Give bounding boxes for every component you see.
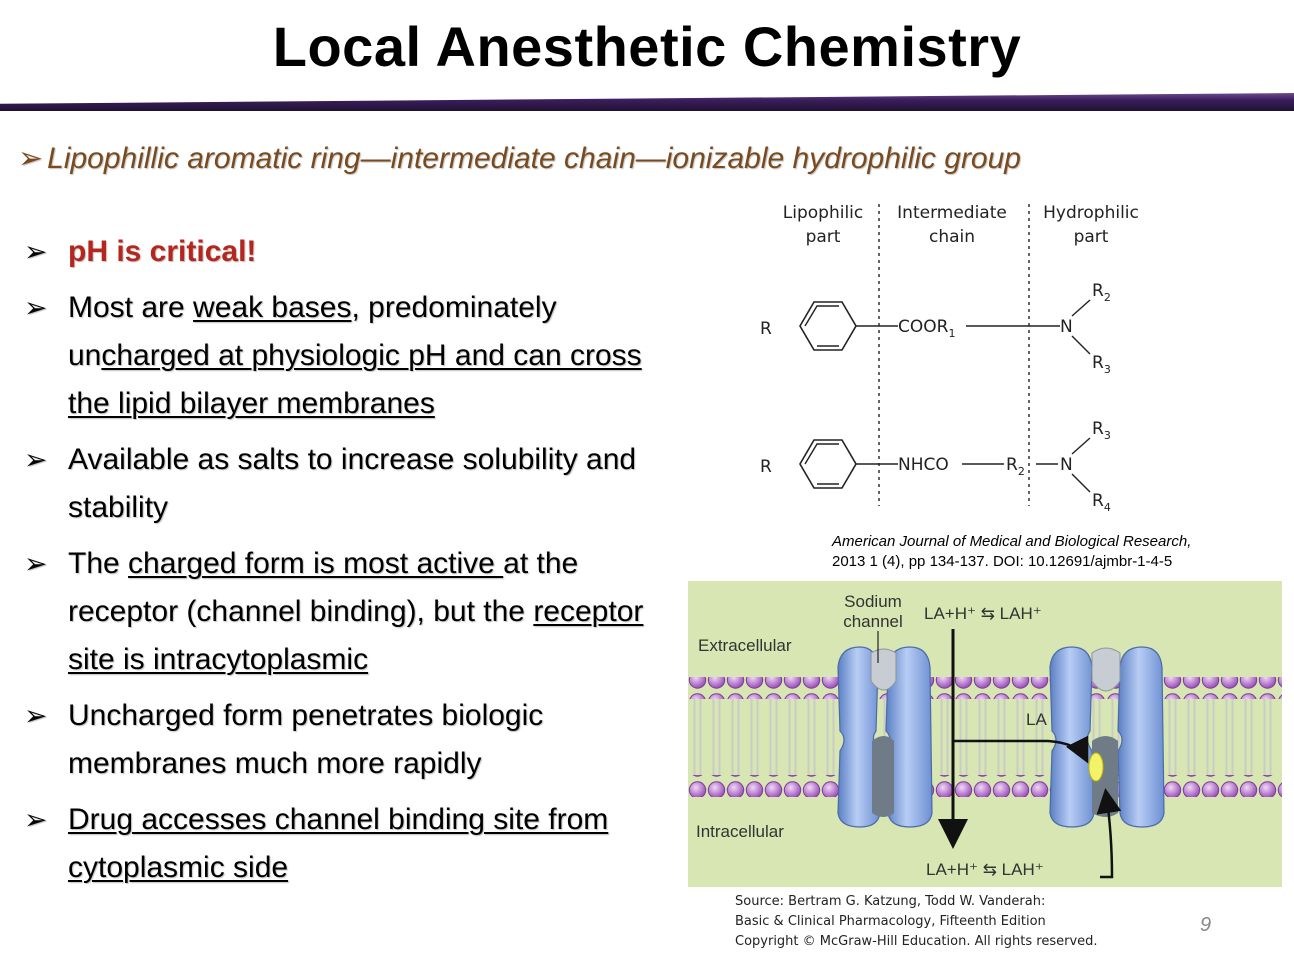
- extracellular-equilibrium: LA+H⁺ ⇆ LAH⁺: [924, 604, 1042, 623]
- title-divider-bar: [0, 93, 1294, 111]
- arrow-bullet-icon: ➢: [24, 444, 48, 475]
- subtitle: ➢Lipophillic aromatic ring—intermediate …: [18, 141, 1021, 176]
- benzene-ring-icon: [799, 301, 857, 351]
- sodium-channel-label: channel: [843, 612, 903, 631]
- source-credit: Source: Bertram G. Katzung, Todd W. Vand…: [735, 892, 1098, 952]
- bullet-item: ➢ Uncharged form penetrates biologic mem…: [20, 692, 680, 788]
- bullet-item: ➢ pH is critical!: [20, 228, 680, 276]
- ester-structure: R COOR1 N R2 R3: [760, 281, 1111, 376]
- page-number: 9: [1200, 914, 1212, 936]
- bullet-underlined-text: weak bases: [193, 291, 352, 324]
- bullet-text: Most are: [68, 291, 194, 324]
- bullet-text: Uncharged form penetrates biologic membr…: [68, 699, 544, 780]
- arrow-bullet-icon: ➢: [24, 804, 48, 835]
- intermediate-label: chain: [929, 227, 975, 247]
- bullet-underlined-text: charged form is most active: [128, 547, 504, 580]
- bullet-underlined-text: charged at physiologic pH and can cross …: [68, 339, 642, 420]
- bullet-item: ➢ The charged form is most active at the…: [20, 540, 680, 684]
- sodium-channel-label: Sodium: [844, 592, 902, 611]
- source-line: Basic & Clinical Pharmacology, Fifteenth…: [735, 914, 1046, 929]
- sodium-channel-membrane-diagram: Sodium channel Extracellular Intracellul…: [688, 581, 1282, 887]
- r3-label: R3: [1092, 353, 1111, 376]
- citation-journal: American Journal of Medical and Biologic…: [832, 533, 1192, 550]
- bullet-item: ➢ Drug accesses channel binding site fro…: [20, 796, 680, 892]
- bullet-item: ➢ Most are weak bases, predominately unc…: [20, 284, 680, 428]
- bullet-underlined-text: Drug accesses channel binding site from …: [68, 803, 609, 884]
- intracellular-label: Intracellular: [696, 822, 784, 841]
- sodium-channel-left: [837, 646, 933, 828]
- r3-label: R3: [1092, 419, 1111, 442]
- arrow-bullet-icon: ➢: [24, 292, 48, 323]
- region-dividers: [878, 204, 1030, 506]
- slide-title: Local Anesthetic Chemistry: [272, 15, 1022, 78]
- amine-n-label: N: [1060, 455, 1073, 475]
- source-line: Source: Bertram G. Katzung, Todd W. Vand…: [735, 894, 1046, 909]
- amide-structure: R NHCO R2 N R3 R4: [760, 419, 1111, 514]
- bullet-underlined-text: receptor site is intracytoplasmic: [68, 595, 644, 676]
- bullet-text: The: [68, 547, 129, 580]
- local-anesthetic-structure-diagram: Lipophilic part Intermediate chain Hydro…: [760, 203, 1139, 514]
- la-label: LA: [1026, 710, 1047, 729]
- arrow-bullet-icon: ➢: [24, 236, 48, 267]
- intermediate-label: Intermediate: [897, 203, 1007, 223]
- r2-label: R2: [1006, 455, 1025, 478]
- r-group-label: R: [760, 457, 772, 477]
- lipophilic-label: Lipophilic: [783, 203, 863, 223]
- r-group-label: R: [760, 319, 772, 339]
- intracellular-equilibrium: LA+H⁺ ⇆ LAH⁺: [926, 860, 1044, 879]
- bullet-text: at the receptor (channel binding: [68, 547, 579, 628]
- diffusion-arrows: [938, 629, 1122, 879]
- bullet-text: , predominately un: [68, 291, 557, 372]
- up-arrow-icon: [1096, 788, 1122, 879]
- amide-label: NHCO: [898, 455, 949, 475]
- bullet-text: pH is critical!: [68, 235, 257, 268]
- r2-label: R2: [1092, 281, 1111, 304]
- citation: American Journal of Medical and Biologic…: [832, 532, 1191, 572]
- hydrophilic-label: Hydrophilic: [1043, 203, 1139, 223]
- subtitle-text: Lipophillic aromatic ring—intermediate c…: [47, 142, 1021, 175]
- bullet-text: ), but the: [406, 595, 534, 628]
- curved-arrow-icon: [954, 735, 1089, 764]
- ester-label: COOR1: [898, 317, 955, 340]
- benzene-ring-icon: [799, 439, 857, 489]
- binding-site-icon: [1088, 752, 1104, 782]
- arrow-bullet-icon: ➢: [24, 548, 48, 579]
- bullet-list: ➢ pH is critical! ➢ Most are weak bases,…: [20, 228, 680, 900]
- r4-label: R4: [1092, 491, 1111, 514]
- hydrophilic-label: part: [1074, 227, 1109, 247]
- amine-n-label: N: [1060, 317, 1073, 337]
- bullet-text: Available as salts to increase solubilit…: [68, 443, 637, 524]
- bullet-item: ➢ Available as salts to increase solubil…: [20, 436, 680, 532]
- lipid-bilayer: [688, 677, 1282, 797]
- source-line: Copyright © McGraw-Hill Education. All r…: [735, 934, 1098, 949]
- arrow-bullet-icon: ➢: [18, 142, 44, 175]
- citation-details: 2013 1 (4), pp 134-137. DOI: 10.12691/aj…: [832, 553, 1173, 570]
- extracellular-label: Extracellular: [698, 636, 792, 655]
- arrow-bullet-icon: ➢: [24, 700, 48, 731]
- lipophilic-label: part: [806, 227, 841, 247]
